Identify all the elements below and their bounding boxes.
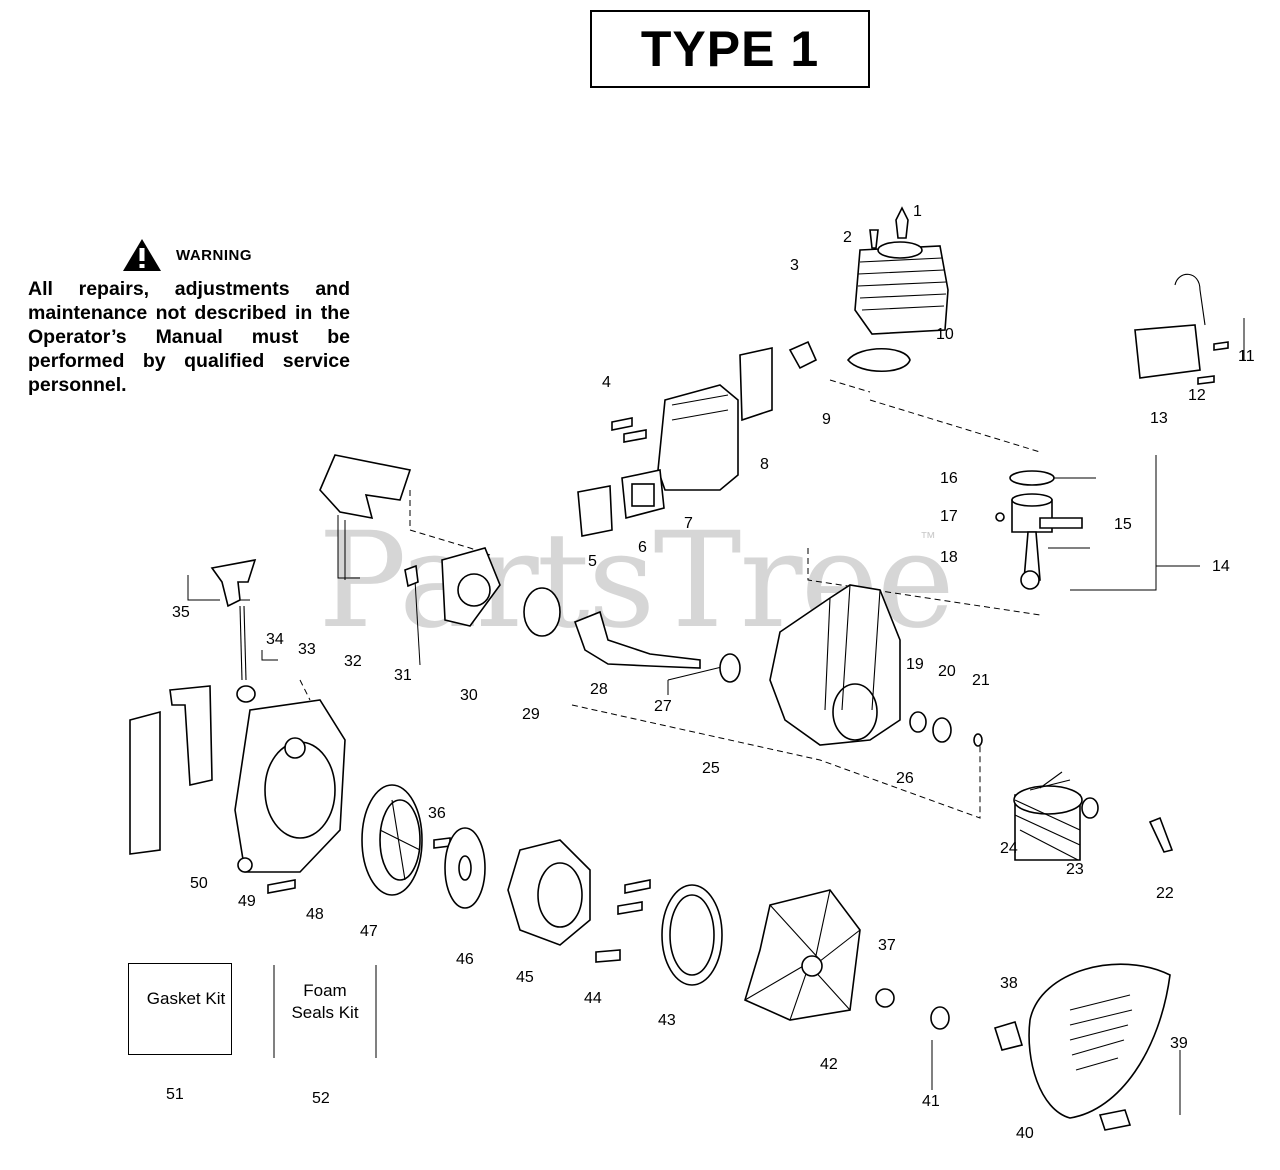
gasket-kit-label: Gasket Kit bbox=[146, 989, 226, 1008]
part-number-35: 35 bbox=[172, 604, 190, 621]
part-number-30: 30 bbox=[460, 687, 478, 704]
watermark-tm: ™ bbox=[920, 530, 936, 547]
part-number-12: 12 bbox=[1188, 387, 1206, 404]
part-number-9: 9 bbox=[822, 411, 831, 428]
part-number-31: 31 bbox=[394, 667, 412, 684]
part-number-51: 51 bbox=[166, 1086, 184, 1103]
part-number-4: 4 bbox=[602, 374, 611, 391]
part-number-19: 19 bbox=[906, 656, 924, 673]
part-number-20: 20 bbox=[938, 663, 956, 680]
part-number-14: 14 bbox=[1212, 558, 1230, 575]
part-number-38: 38 bbox=[1000, 975, 1018, 992]
type-label-box: TYPE 1 bbox=[590, 10, 870, 88]
part-number-8: 8 bbox=[760, 456, 769, 473]
part-number-36: 36 bbox=[428, 805, 446, 822]
warning-header: WARNING bbox=[122, 238, 252, 272]
type-label: TYPE 1 bbox=[640, 21, 820, 77]
part-number-47: 47 bbox=[360, 923, 378, 940]
part-number-24: 24 bbox=[1000, 840, 1018, 857]
part-number-18: 18 bbox=[940, 549, 958, 566]
warning-triangle-icon bbox=[123, 239, 161, 271]
warning-text: All repairs, adjustments and maintenance… bbox=[28, 278, 350, 396]
part-number-49: 49 bbox=[238, 893, 256, 910]
part-number-11: 11 bbox=[1238, 348, 1255, 365]
part-number-50: 50 bbox=[190, 875, 208, 892]
part-number-34: 34 bbox=[266, 631, 284, 648]
part-number-25: 25 bbox=[702, 760, 720, 777]
part-number-45: 45 bbox=[516, 969, 534, 986]
part-number-43: 43 bbox=[658, 1012, 676, 1029]
part-number-44: 44 bbox=[584, 990, 602, 1007]
part-number-37: 37 bbox=[878, 937, 896, 954]
part-number-21: 21 bbox=[972, 672, 990, 689]
part-number-23: 23 bbox=[1066, 861, 1084, 878]
part-number-52: 52 bbox=[312, 1090, 330, 1107]
part-number-48: 48 bbox=[306, 906, 324, 923]
part-number-33: 33 bbox=[298, 641, 316, 658]
part-number-22: 22 bbox=[1156, 885, 1174, 902]
part-number-39: 39 bbox=[1170, 1035, 1188, 1052]
part-number-5: 5 bbox=[588, 553, 597, 570]
part-number-2: 2 bbox=[843, 229, 852, 246]
part-number-16: 16 bbox=[940, 470, 958, 487]
part-number-42: 42 bbox=[820, 1056, 838, 1073]
part-number-29: 29 bbox=[522, 706, 540, 723]
part-number-40: 40 bbox=[1016, 1125, 1034, 1142]
part-number-32: 32 bbox=[344, 653, 362, 670]
part-number-10: 10 bbox=[936, 326, 954, 343]
part-number-17: 17 bbox=[940, 508, 958, 525]
part-number-15: 15 bbox=[1114, 516, 1132, 533]
foam-seals-kit-label: Foam Seals Kit bbox=[291, 981, 359, 1022]
part-number-6: 6 bbox=[638, 539, 647, 556]
part-number-1: 1 bbox=[913, 203, 922, 220]
part-number-27: 27 bbox=[654, 698, 672, 715]
part-number-28: 28 bbox=[590, 681, 608, 698]
part-number-7: 7 bbox=[684, 515, 693, 532]
part-number-13: 13 bbox=[1150, 410, 1168, 427]
part-number-41: 41 bbox=[922, 1093, 940, 1110]
part-number-3: 3 bbox=[790, 257, 799, 274]
part-number-26: 26 bbox=[896, 770, 914, 787]
part-number-46: 46 bbox=[456, 951, 474, 968]
warning-label: WARNING bbox=[176, 246, 252, 264]
gasket-kit-box bbox=[128, 963, 232, 1055]
